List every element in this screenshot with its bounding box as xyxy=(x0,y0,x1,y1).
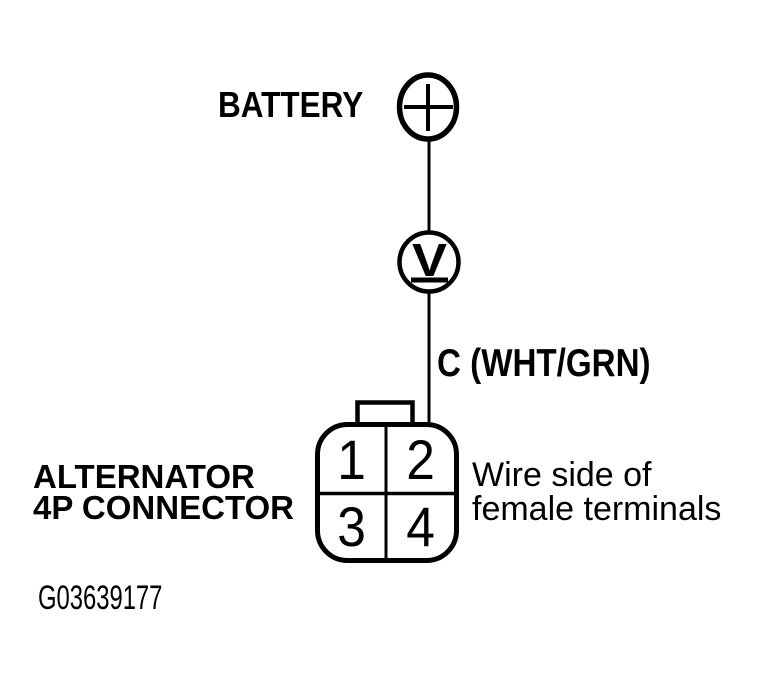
connector-pin-4: 4 xyxy=(389,496,453,557)
pin-2-number: 2 xyxy=(406,428,436,491)
battery-label: BATTERY xyxy=(218,84,364,125)
terminal-side-note: Wire side of female terminals xyxy=(472,458,721,526)
connector-label-line2: 4P CONNECTOR xyxy=(33,489,295,526)
pin-1-number: 1 xyxy=(337,428,367,491)
wire-terminal-label: C (WHT/GRN) xyxy=(437,342,651,385)
terminal-side-note-line2: female terminals xyxy=(472,490,722,528)
terminal-side-note-line1: Wire side of xyxy=(472,456,652,494)
connector-pin-2: 2 xyxy=(389,428,453,492)
voltmeter-icon: V xyxy=(397,230,461,294)
connector-label-line1: ALTERNATOR xyxy=(33,458,255,495)
voltmeter-symbol: V xyxy=(412,234,447,286)
connector-label: ALTERNATOR 4P CONNECTOR xyxy=(33,458,295,526)
battery-plus-icon xyxy=(396,72,460,142)
connector-pin-3: 3 xyxy=(320,496,384,557)
pin-3-number: 3 xyxy=(337,494,367,558)
connector-pin-1: 1 xyxy=(320,428,384,492)
figure-id: G03639177 xyxy=(38,579,163,617)
pin-4-number: 4 xyxy=(406,494,436,558)
